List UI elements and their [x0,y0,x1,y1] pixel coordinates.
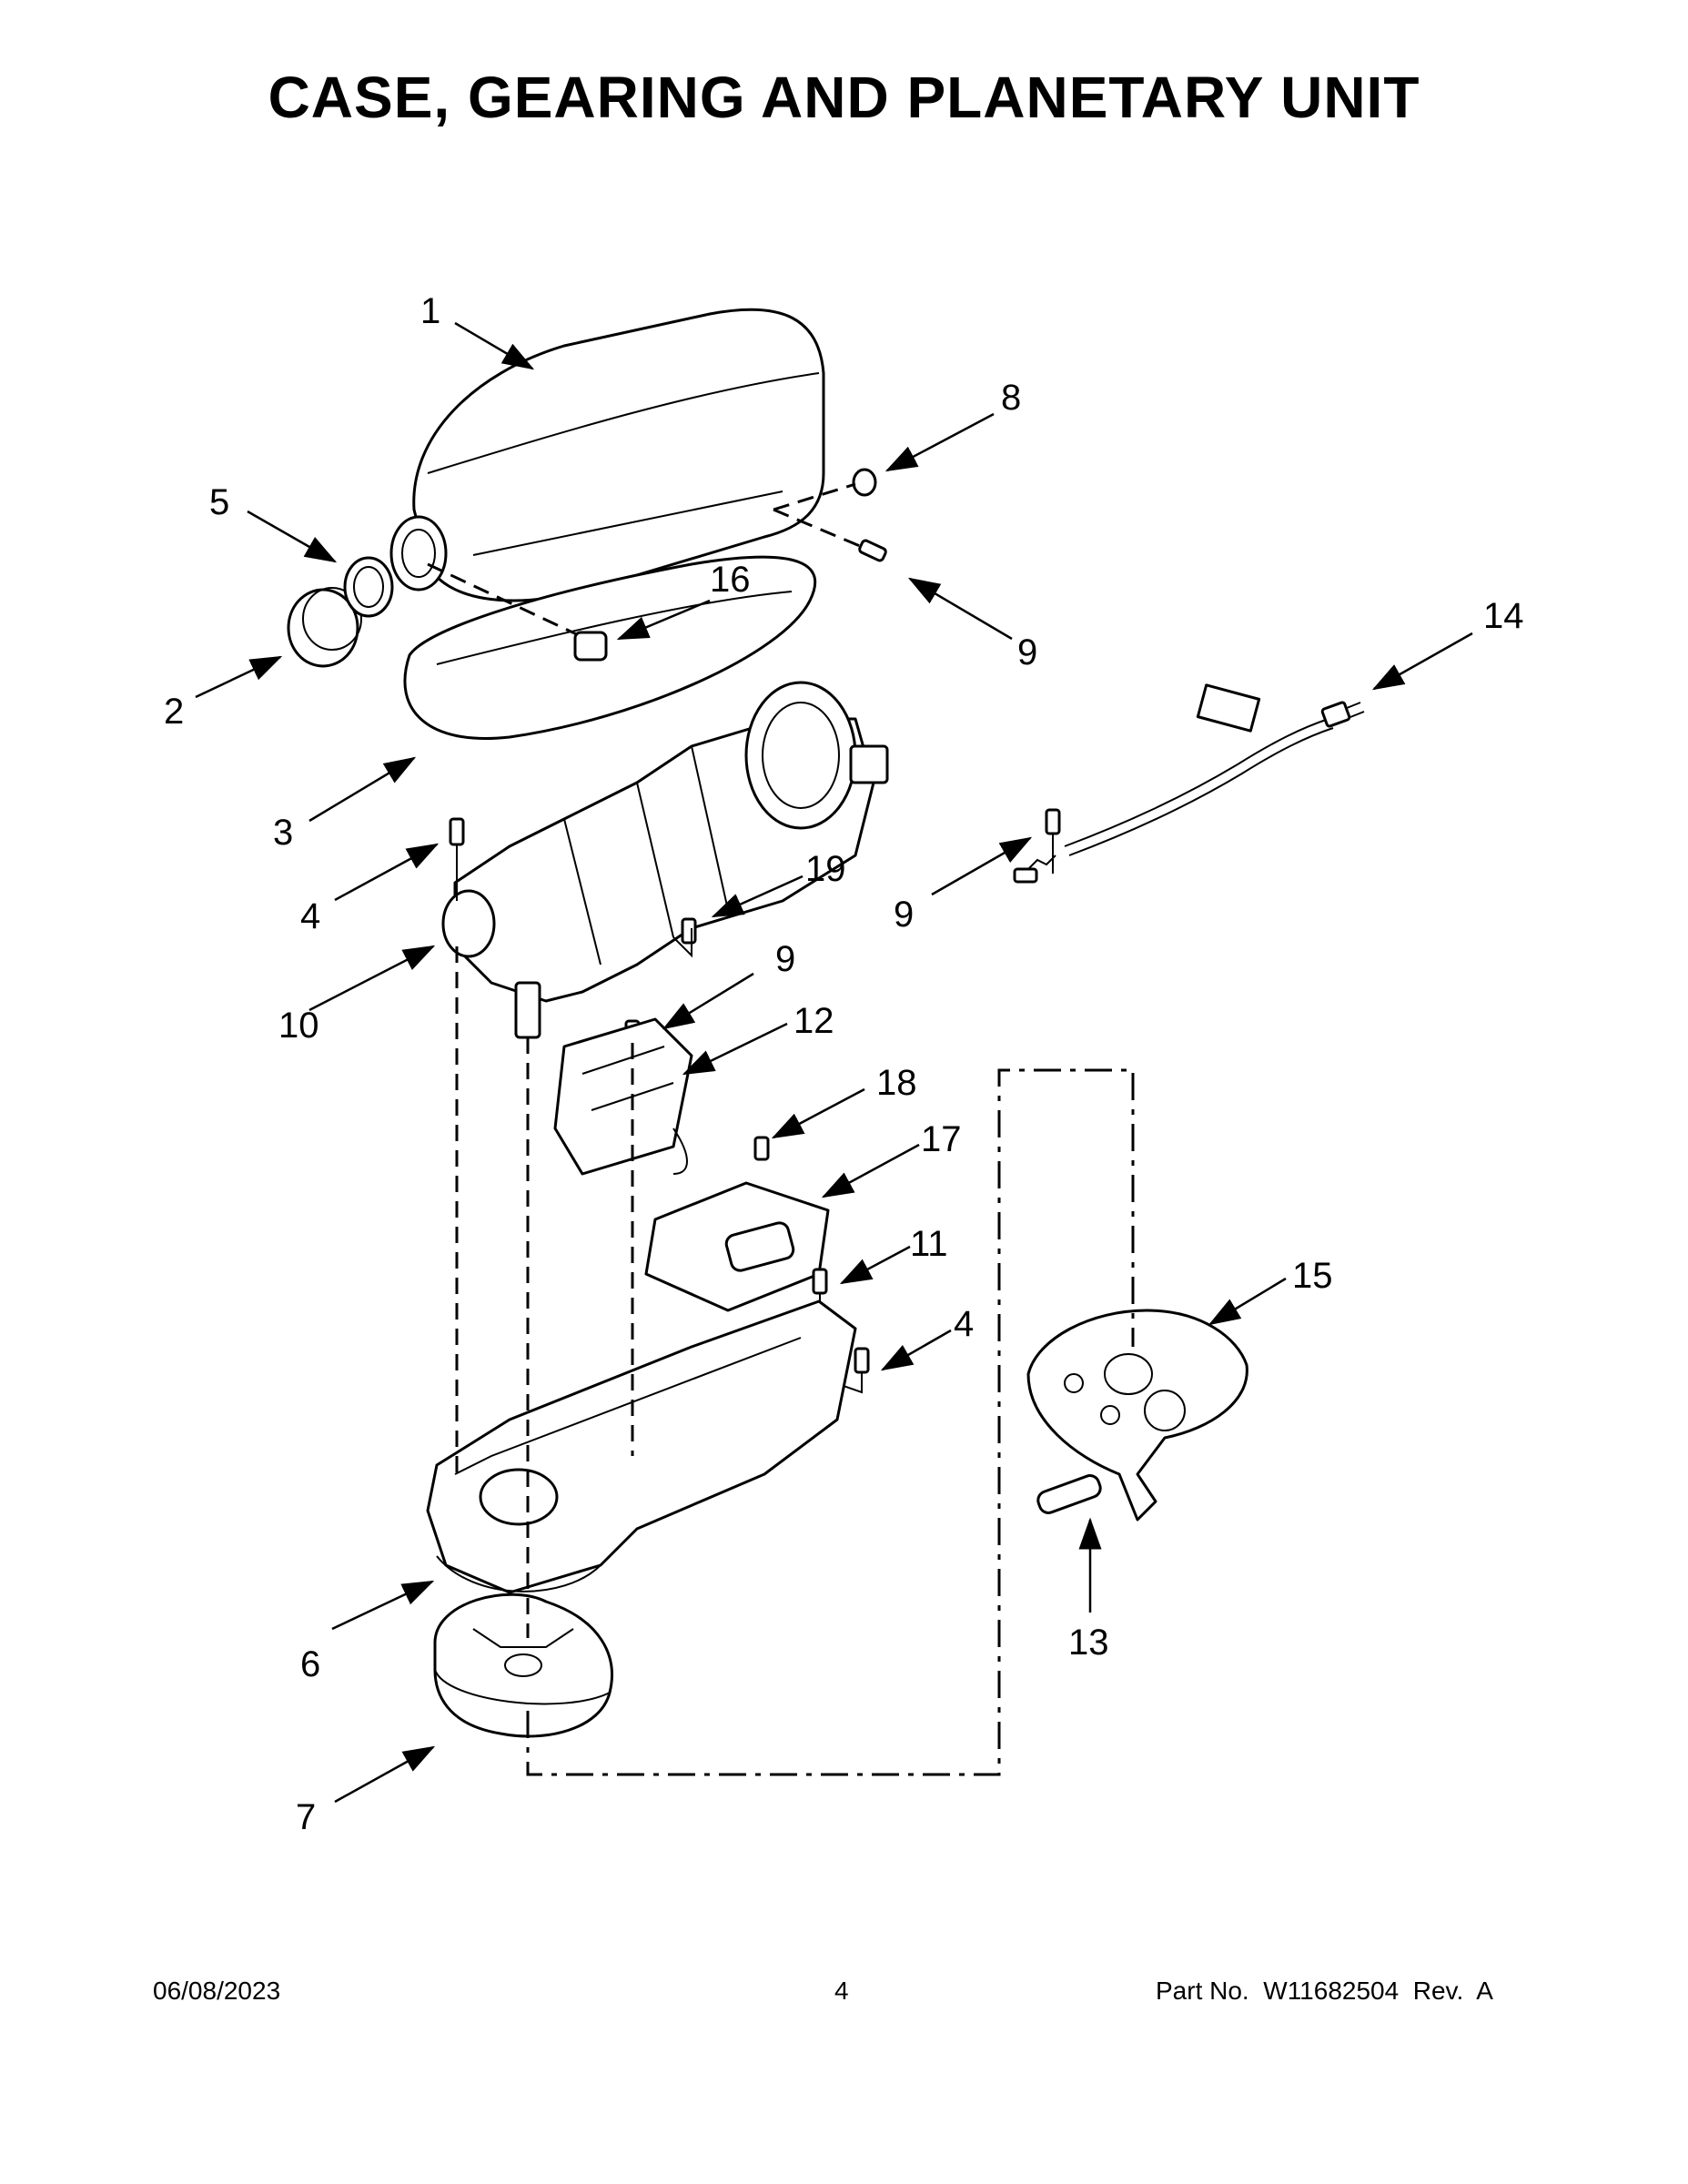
callout-7: 7 [296,1797,316,1837]
part-13-pin [1036,1474,1102,1514]
callout-3: 3 [273,813,293,853]
part-18-screw [753,1136,770,1161]
callout-2: 2 [164,692,184,732]
part-19-screw [672,917,697,958]
part-4-screw-right [809,1347,870,1394]
callout-17: 17 [921,1119,962,1159]
leader-arrows [195,321,1473,1804]
part-7-ring-gear [433,1592,613,1738]
part-8-screw [773,468,877,511]
part-15-planetary-unit [1026,1309,1248,1522]
callout-11: 11 [910,1224,948,1264]
callout-4b: 4 [954,1304,974,1344]
part-6-base [426,1299,857,1594]
callout-14: 14 [1483,596,1524,636]
part-9-screw-cord [1045,808,1061,874]
callout-9c: 9 [775,939,795,979]
callout-15: 15 [1292,1256,1333,1296]
callout-18: 18 [876,1063,917,1103]
callout-1: 1 [420,291,440,331]
callout-10: 10 [278,1006,319,1046]
callout-19: 19 [805,849,846,889]
callout-9b: 9 [894,895,914,935]
footer-date: 06/08/2023 [153,1977,281,2005]
footer-part-number: Part No. W11682504 Rev. A [1156,1977,1493,2005]
callout-8: 8 [1001,378,1021,418]
callout-9a: 9 [1017,632,1037,672]
callout-6: 6 [300,1644,320,1684]
part-12-control-board [553,1017,693,1176]
footer-page-number: 4 [834,1977,849,2005]
part-17-plate [644,1181,830,1312]
assembly-line-base-to-planetary [526,1068,1135,1776]
page-title: CASE, GEARING AND PLANETARY UNIT [268,65,1420,130]
part-5-ring [343,556,394,618]
callout-5: 5 [209,482,229,522]
part-14-power-cord [1013,683,1365,884]
part-4-screw-left [449,817,465,901]
callout-4a: 4 [300,896,320,936]
part-9-screw-top [773,508,887,562]
callout-16: 16 [710,560,751,600]
part-10-motor-gear-assembly [441,681,889,1039]
callout-13: 13 [1068,1623,1109,1663]
callout-12: 12 [793,1001,834,1041]
part-2-attachment-knob [287,587,362,668]
part-16-screw [427,562,608,662]
